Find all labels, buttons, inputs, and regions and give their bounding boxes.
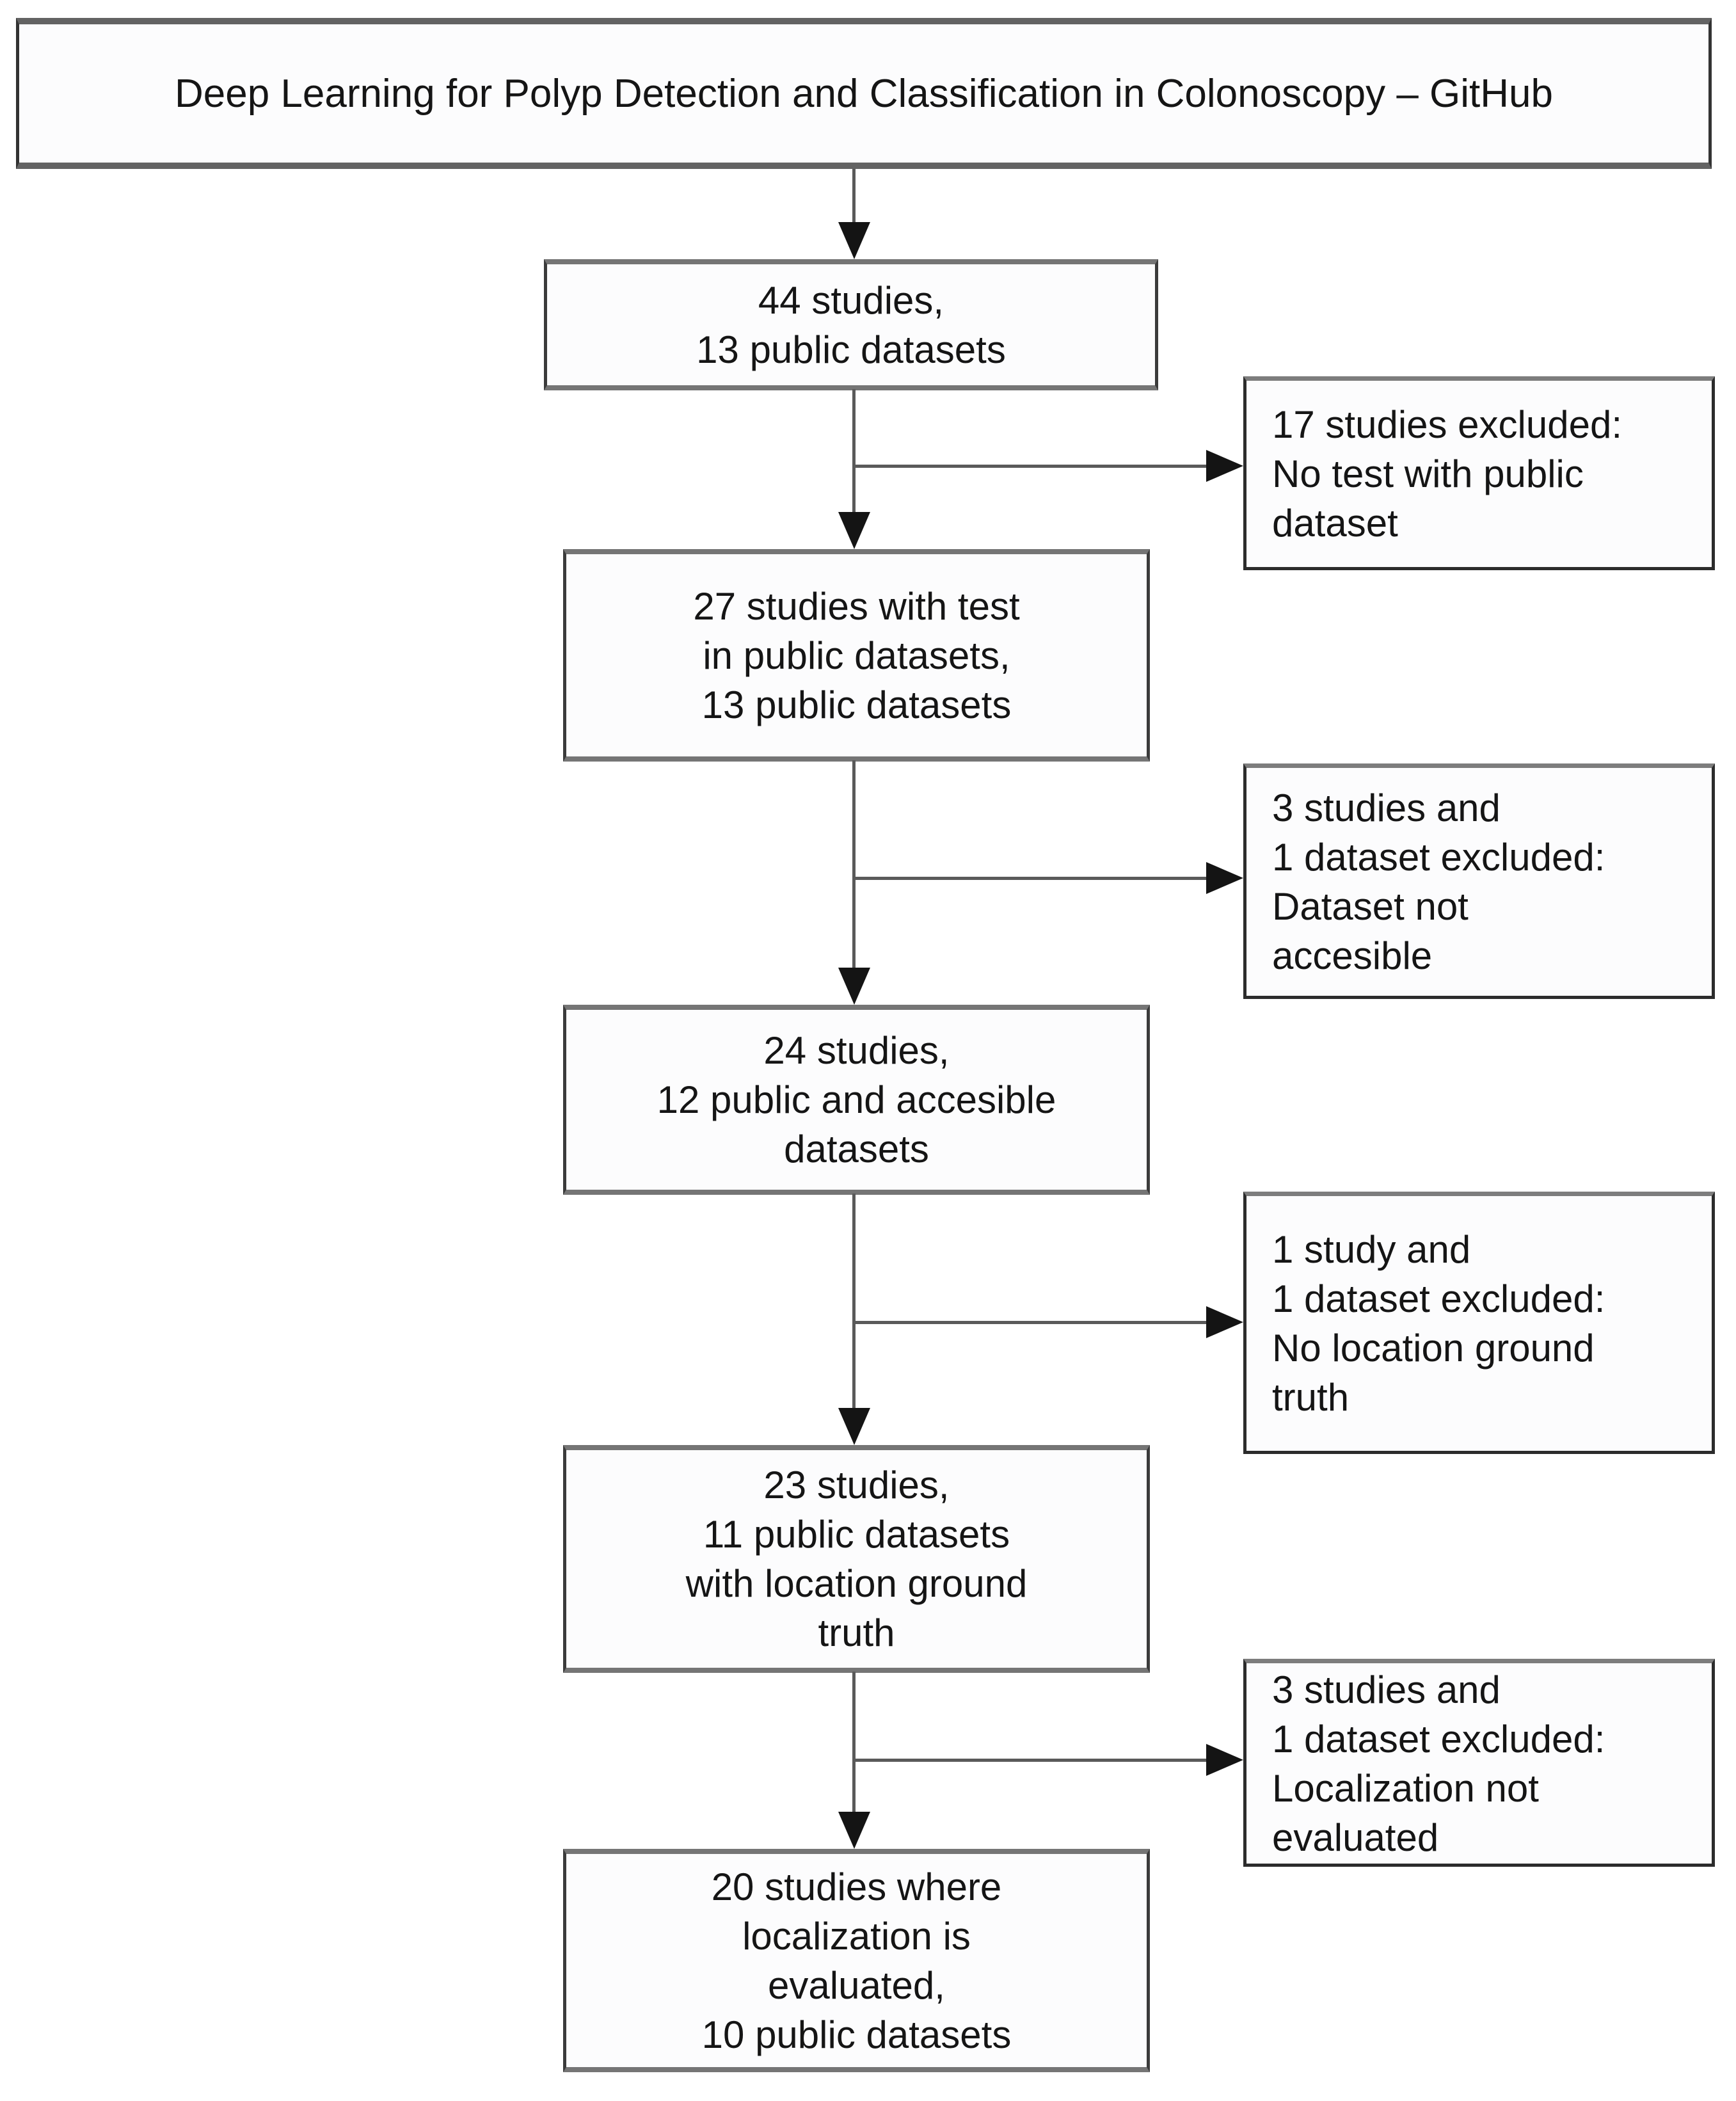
flow-box-line: 11 public datasets bbox=[703, 1513, 1010, 1556]
exclusion-line: Localization not bbox=[1272, 1766, 1539, 1810]
exclusion-line: truth bbox=[1272, 1376, 1350, 1419]
arrowhead-down-icon bbox=[838, 968, 870, 1005]
arrowhead-down-icon bbox=[838, 1812, 870, 1849]
arrowhead-down-icon bbox=[838, 222, 870, 259]
exclusion-line: evaluated bbox=[1272, 1816, 1439, 1859]
connector-24-to-23 bbox=[852, 1194, 856, 1413]
exclusion-line: 17 studies excluded: bbox=[1272, 403, 1623, 446]
flow-box-line: 23 studies, bbox=[763, 1464, 950, 1506]
exclusion-line: No location ground bbox=[1272, 1327, 1595, 1370]
connector-23-to-20 bbox=[852, 1672, 856, 1817]
flow-box-27-studies: 27 studies with test in public datasets,… bbox=[563, 549, 1150, 762]
exclusion-line: 1 dataset excluded: bbox=[1272, 836, 1605, 879]
flow-box-line: 13 public datasets bbox=[696, 328, 1006, 371]
flow-box-44-studies: 44 studies, 13 public datasets bbox=[544, 259, 1158, 390]
exclusion-line: 1 dataset excluded: bbox=[1272, 1717, 1605, 1761]
arrowhead-right-icon bbox=[1206, 1744, 1243, 1776]
arrowhead-right-icon bbox=[1206, 450, 1243, 482]
exclusion-box-17-studies: 17 studies excluded: No test with public… bbox=[1243, 376, 1715, 570]
flow-box-line: 10 public datasets bbox=[701, 2013, 1012, 2056]
arrowhead-down-icon bbox=[838, 512, 870, 549]
flow-box-line: 44 studies, bbox=[758, 278, 944, 322]
connector-27-to-24 bbox=[852, 760, 856, 973]
exclusion-line: 3 studies and bbox=[1272, 787, 1501, 829]
flow-box-24-studies: 24 studies, 12 public and accesible data… bbox=[563, 1005, 1150, 1195]
flow-box-line: truth bbox=[818, 1611, 895, 1654]
flow-box-line: 13 public datasets bbox=[701, 683, 1012, 726]
exclusion-line: 1 dataset excluded: bbox=[1272, 1277, 1605, 1320]
flow-box-line: evaluated, bbox=[768, 1963, 945, 2007]
flow-box-line: in public datasets, bbox=[703, 634, 1010, 677]
flow-box-line: datasets bbox=[784, 1128, 929, 1170]
exclusion-line: dataset bbox=[1272, 502, 1398, 545]
arrowhead-right-icon bbox=[1206, 862, 1243, 894]
flow-box-line: with location ground bbox=[685, 1562, 1028, 1605]
exclusion-line: 1 study and bbox=[1272, 1228, 1471, 1271]
flow-box-20-studies: 20 studies where localization is evaluat… bbox=[563, 1849, 1150, 2072]
branch-to-excluded-localization bbox=[854, 1759, 1206, 1762]
branch-to-excluded-17 bbox=[854, 465, 1206, 468]
exclusion-line: Dataset not bbox=[1272, 885, 1469, 928]
title-text: Deep Learning for Polyp Detection and Cl… bbox=[175, 71, 1553, 116]
connector-44-to-27 bbox=[852, 389, 856, 517]
exclusion-box-3-studies-dataset: 3 studies and 1 dataset excluded: Datase… bbox=[1243, 763, 1715, 999]
flow-box-line: 12 public and accesible bbox=[657, 1078, 1056, 1121]
arrowhead-down-icon bbox=[838, 1408, 870, 1445]
branch-to-excluded-1-study bbox=[854, 1321, 1206, 1324]
flow-box-line: localization is bbox=[742, 1914, 971, 1958]
flow-box-line: 24 studies, bbox=[763, 1029, 950, 1072]
exclusion-line: accesible bbox=[1272, 934, 1433, 977]
branch-to-excluded-3-dataset bbox=[854, 877, 1206, 880]
exclusion-box-1-study: 1 study and 1 dataset excluded: No locat… bbox=[1243, 1192, 1715, 1454]
exclusion-line: 3 studies and bbox=[1272, 1668, 1501, 1711]
exclusion-box-3-studies-localization: 3 studies and 1 dataset excluded: Locali… bbox=[1243, 1659, 1715, 1867]
flow-box-23-studies: 23 studies, 11 public datasets with loca… bbox=[563, 1445, 1150, 1673]
connector-title-to-44 bbox=[852, 169, 856, 227]
exclusion-line: No test with public bbox=[1272, 452, 1584, 495]
flow-box-line: 20 studies where bbox=[711, 1865, 1002, 1908]
flow-box-line: 27 studies with test bbox=[693, 584, 1020, 628]
arrowhead-right-icon bbox=[1206, 1306, 1243, 1338]
title-box: Deep Learning for Polyp Detection and Cl… bbox=[16, 18, 1712, 169]
